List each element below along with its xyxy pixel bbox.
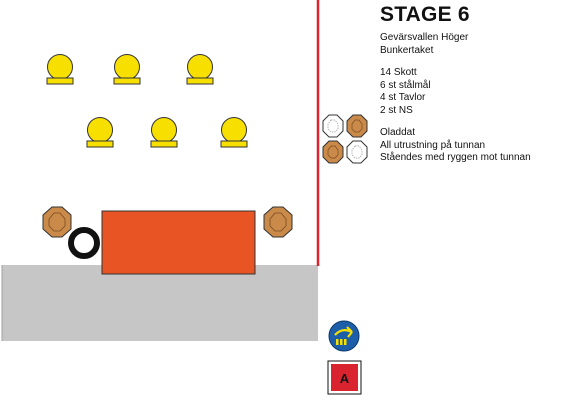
note-line: All utrustning på tunnan [380,139,486,151]
walk-direction-icon [328,320,360,352]
stage-location: Gevärsvallen Höger Bunkertaket [380,32,468,57]
note-line: Ståendes med ryggen mot tunnan [380,152,531,163]
steel-popper-icon [150,117,178,148]
location-line: Gevärsvallen Höger [380,32,469,43]
stat-line: 14 Skott [380,67,417,78]
note-line: Oladdat [380,127,416,138]
stage-title: STAGE 6 [380,3,470,26]
stat-line: 4 st Tavlor [380,92,426,103]
paper-target-icon [42,206,72,238]
stage-stats: 14 Skott 6 st stålmål 4 st Tavlor 2 st N… [380,67,431,117]
stat-line: 6 st stålmål [380,79,431,91]
ground-area [2,265,318,341]
no-shoot-target-icon [346,140,368,164]
start-position-label: A [340,371,350,386]
tire-icon [68,227,100,259]
paper-target-icon [263,206,293,238]
steel-popper-icon [113,54,141,85]
steel-popper-icon [186,54,214,85]
barrel-icon [101,210,256,275]
stat-line: 2 st NS [380,104,413,116]
steel-popper-icon [86,117,114,148]
steel-popper-icon [220,117,248,148]
stage-notes: Oladdat All utrustning på tunnan Stående… [380,127,531,165]
paper-target-icon [346,114,368,138]
location-line: Bunkertaket [380,44,434,56]
start-position-marker: A [327,360,362,395]
no-shoot-target-icon [322,114,344,138]
paper-target-icon [322,140,344,164]
steel-popper-icon [46,54,74,85]
